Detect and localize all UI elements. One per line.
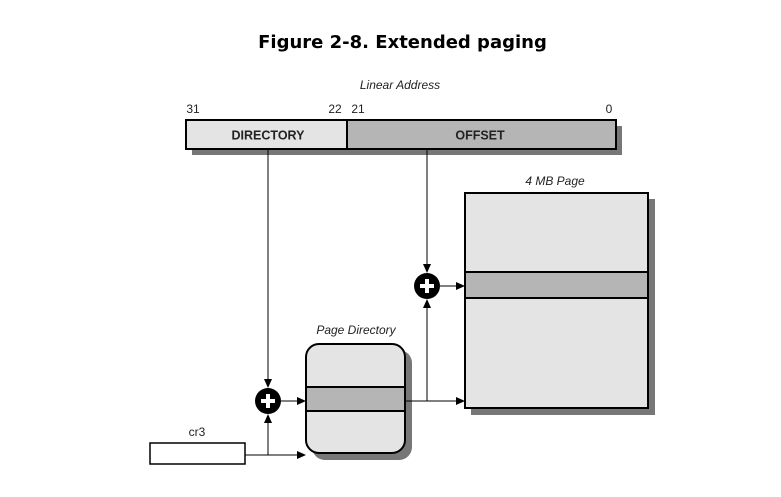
offset-field <box>346 119 617 150</box>
plus-icon <box>420 284 434 288</box>
linear-address-register: DIRECTORY OFFSET <box>185 119 622 155</box>
cr3-label: cr3 <box>189 425 206 439</box>
bit-31-label: 31 <box>186 102 200 116</box>
adder-lower <box>255 388 281 414</box>
plus-icon <box>261 399 275 403</box>
page-4mb-entry <box>464 271 649 299</box>
page-directory-entry <box>305 386 406 412</box>
bit-22-label: 22 <box>328 102 342 116</box>
bit-21-label: 21 <box>351 102 365 116</box>
figure-title: Figure 2-8. Extended paging <box>258 32 547 53</box>
directory-label: DIRECTORY <box>232 129 306 143</box>
page-4mb-caption: 4 MB Page <box>525 174 585 188</box>
page-directory <box>305 343 412 460</box>
arrow-cr3-to-adder <box>245 414 272 456</box>
bit-0-label: 0 <box>606 102 613 116</box>
linear-address-caption: Linear Address <box>360 78 440 92</box>
page-4mb-box <box>464 192 649 409</box>
directory-field <box>185 119 348 150</box>
adder-upper <box>414 273 440 299</box>
page-directory-caption: Page Directory <box>316 323 396 337</box>
page-4mb <box>464 192 655 415</box>
connectors <box>245 150 465 459</box>
cr3-register <box>149 442 246 465</box>
offset-label: OFFSET <box>455 129 505 143</box>
